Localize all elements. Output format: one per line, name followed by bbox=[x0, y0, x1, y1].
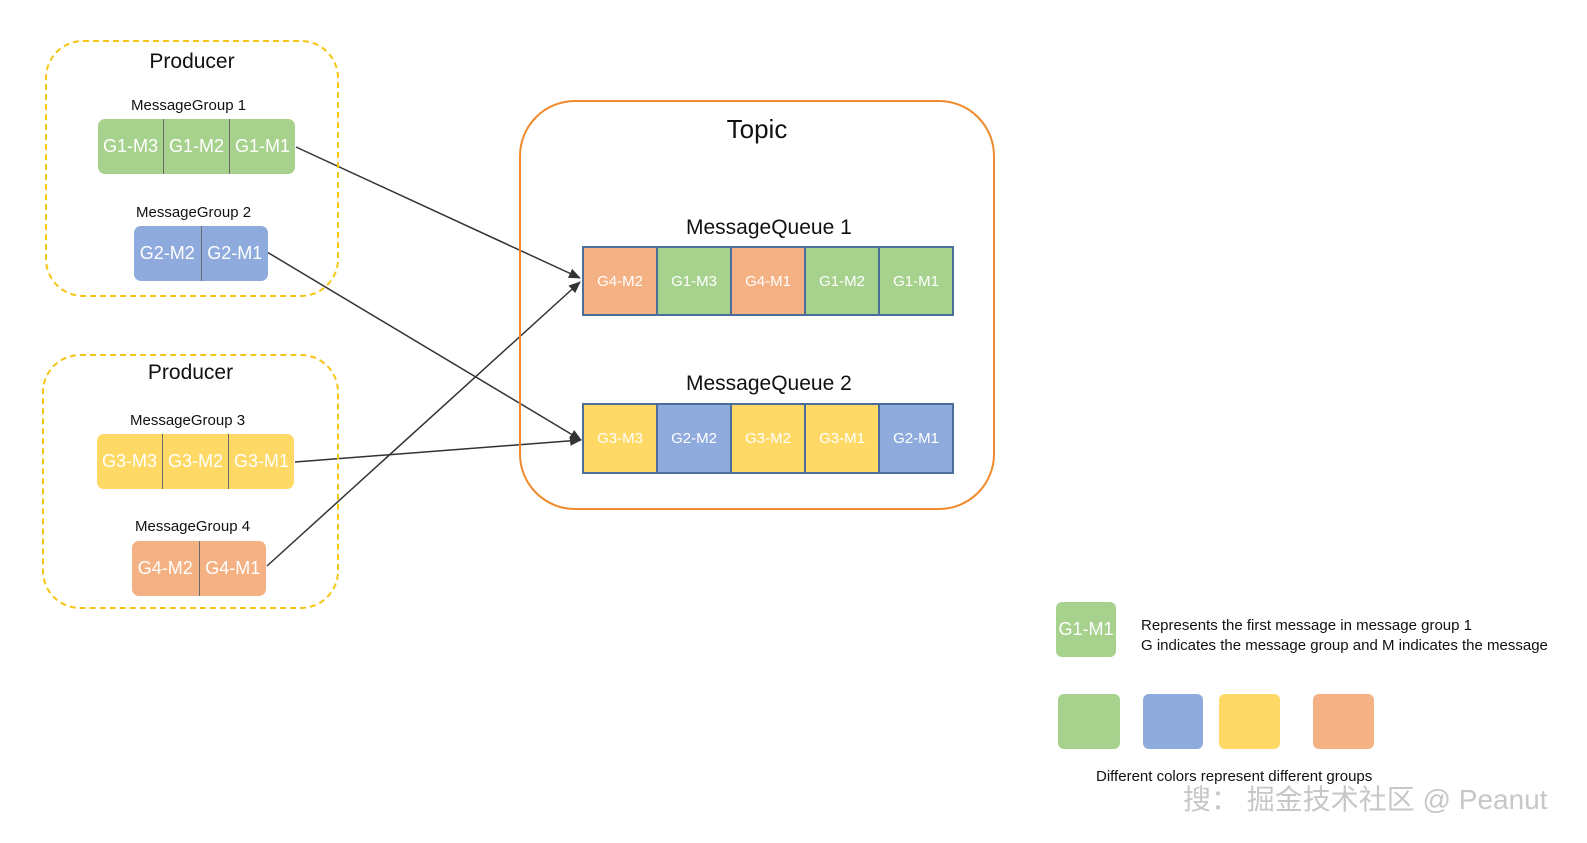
queue-cell: G3-M3 bbox=[584, 405, 656, 472]
arrow-group4-to-queue1 bbox=[266, 281, 581, 567]
group-label-1: MessageGroup 1 bbox=[131, 97, 247, 114]
message-cell: G4-M2 bbox=[137, 558, 193, 578]
topic-box: Topic bbox=[519, 100, 995, 510]
queue-cell: G3-M1 bbox=[804, 405, 878, 472]
legend-swatch-orange bbox=[1313, 694, 1374, 749]
queue-label-2: MessageQueue 2 bbox=[686, 372, 852, 395]
message-cell: G3-M2 bbox=[162, 434, 228, 489]
legend-swatch-blue bbox=[1143, 694, 1203, 749]
message-queue-1: G4-M2 G1-M3 G4-M1 G1-M2 G1-M1 bbox=[582, 246, 954, 316]
message-cell: G4-M1 bbox=[198, 541, 267, 596]
message-cell: G2-M1 bbox=[200, 226, 269, 281]
message-group-1: G1-M3 G1-M2 G1-M1 bbox=[98, 119, 295, 174]
arrow-group1-to-queue1 bbox=[295, 146, 581, 279]
message-cell: G1-M2 bbox=[163, 119, 229, 174]
message-queue-2: G3-M3 G2-M2 G3-M2 G3-M1 G2-M1 bbox=[582, 403, 954, 474]
queue-cell: G4-M1 bbox=[730, 248, 804, 314]
legend-colors-caption: Different colors represent different gro… bbox=[1096, 768, 1373, 785]
message-cell: G2-M2 bbox=[139, 243, 195, 263]
message-cell: G3-M1 bbox=[228, 434, 294, 489]
legend-sample-message: G1-M1 bbox=[1056, 602, 1116, 657]
queue-cell: G1-M1 bbox=[878, 248, 952, 314]
legend-line-2: G indicates the message group and M indi… bbox=[1141, 637, 1548, 654]
message-group-4: G4-M2 G4-M1 bbox=[132, 541, 266, 596]
message-group-3: G3-M3 G3-M2 G3-M1 bbox=[97, 434, 294, 489]
queue-cell: G1-M2 bbox=[804, 248, 878, 314]
message-cell: G1-M3 bbox=[102, 136, 158, 156]
arrow-group3-to-queue2 bbox=[294, 435, 582, 463]
queue-cell: G1-M3 bbox=[656, 248, 730, 314]
legend-swatch-green bbox=[1058, 694, 1120, 749]
group-label-2: MessageGroup 2 bbox=[136, 204, 252, 221]
producer-title: Producer bbox=[147, 361, 234, 384]
legend-line-1: Represents the first message in message … bbox=[1141, 617, 1473, 634]
queue-cell: G2-M1 bbox=[878, 405, 952, 472]
queue-cell: G3-M2 bbox=[730, 405, 804, 472]
legend-swatch-yellow bbox=[1219, 694, 1280, 749]
producer-box-1: Producer bbox=[45, 40, 339, 297]
message-group-2: G2-M2 G2-M1 bbox=[134, 226, 268, 281]
group-label-3: MessageGroup 3 bbox=[130, 412, 246, 429]
producer-title: Producer bbox=[149, 50, 235, 73]
topic-title: Topic bbox=[726, 114, 788, 144]
watermark: 搜： 掘金技术社区 @ Peanut bbox=[1183, 784, 1548, 815]
group-label-4: MessageGroup 4 bbox=[135, 518, 251, 535]
message-cell: G3-M3 bbox=[101, 451, 157, 471]
producer-box-2: Producer bbox=[42, 354, 339, 609]
queue-cell: G2-M2 bbox=[656, 405, 730, 472]
queue-label-1: MessageQueue 1 bbox=[686, 216, 852, 239]
message-cell: G1-M1 bbox=[229, 119, 295, 174]
queue-cell: G4-M2 bbox=[584, 248, 656, 314]
